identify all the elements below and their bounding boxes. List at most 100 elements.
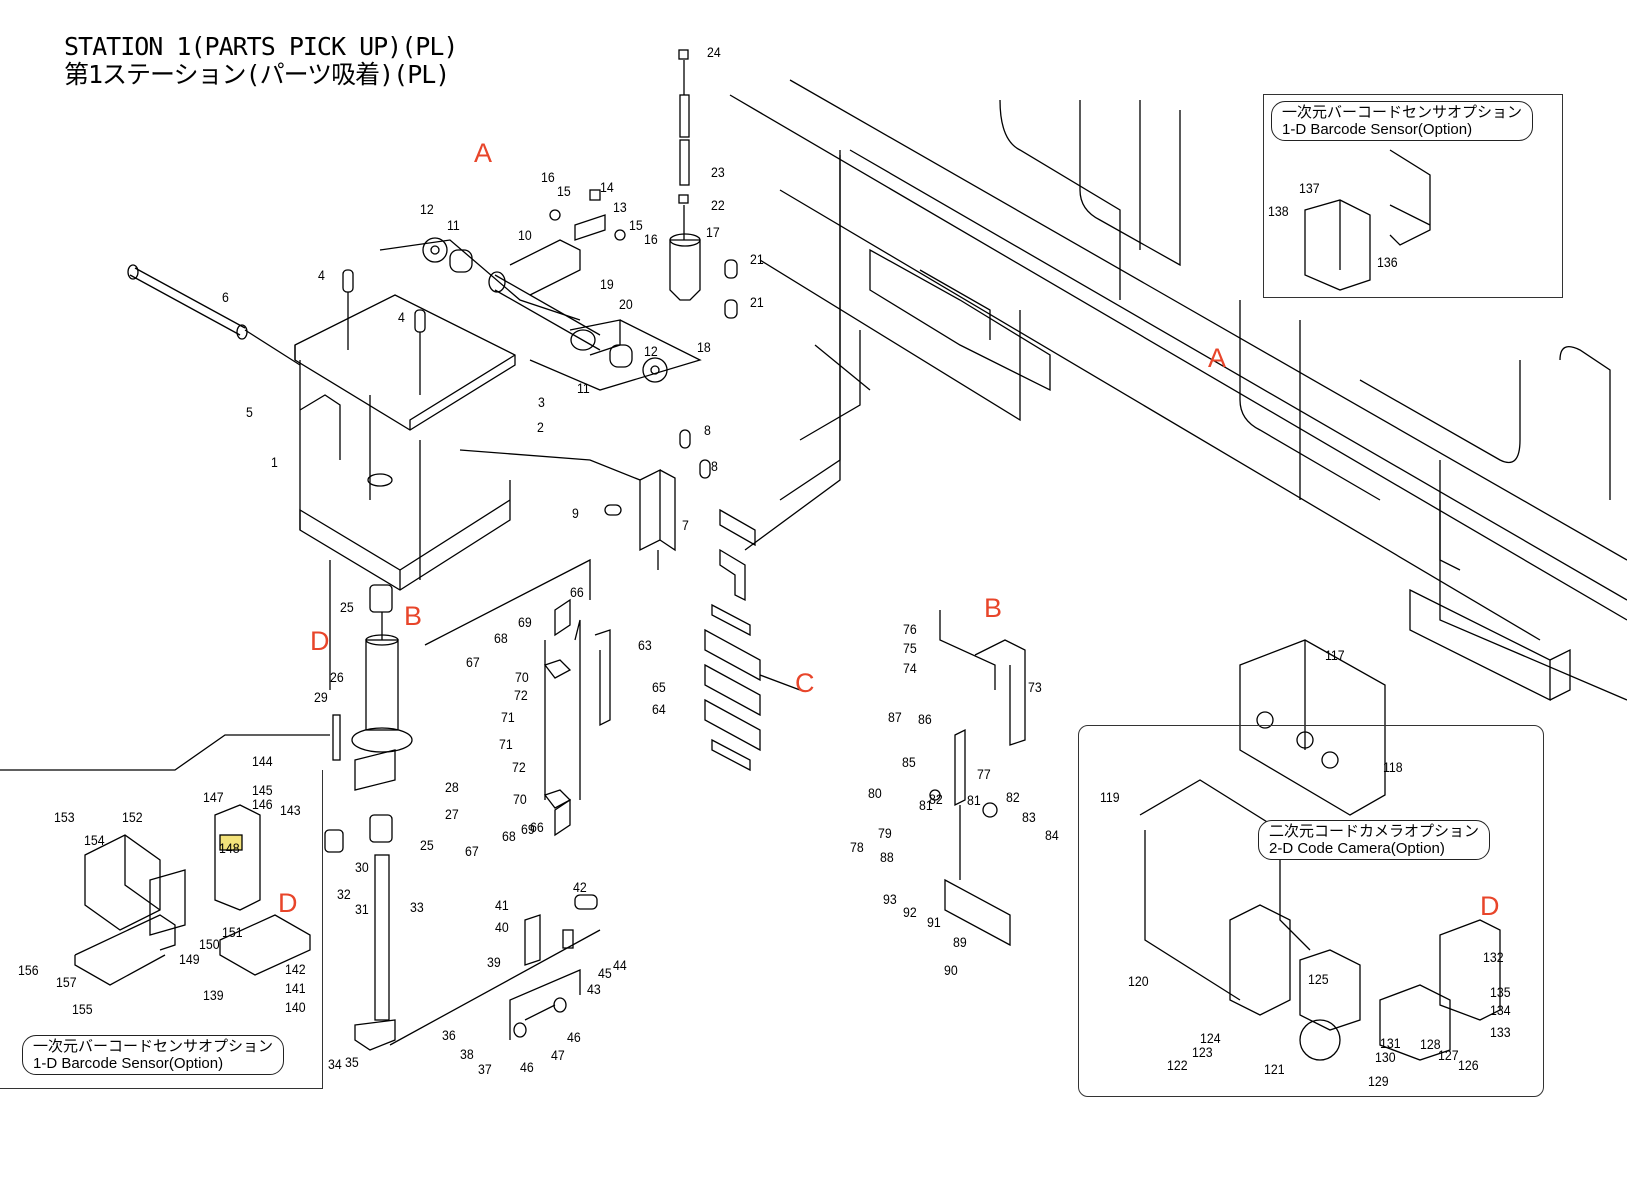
- part-number-label: 66: [570, 584, 584, 600]
- part-number-label: 93: [883, 891, 897, 907]
- ref-marker-d: D: [310, 626, 330, 656]
- part-number-label: 30: [355, 859, 369, 875]
- part-number-label: 46: [567, 1029, 581, 1045]
- option-title-ja: 一次元バーコードセンサオプション: [33, 1038, 274, 1055]
- leader-line-left-inset: [0, 734, 330, 771]
- part-number-label: 1: [271, 454, 278, 470]
- part-number-label: 21: [750, 294, 764, 310]
- part-number-label: 133: [1490, 1024, 1511, 1040]
- ref-marker-a: A: [474, 138, 493, 168]
- part-number-label: 69: [521, 821, 535, 837]
- part-number-label: 81: [919, 797, 933, 813]
- part-number-label: 64: [652, 701, 666, 717]
- lever-assembly: [929, 610, 1026, 947]
- part-number-label: 142: [285, 961, 306, 977]
- part-number-label: 34: [328, 1056, 342, 1072]
- part-number-label: 128: [1420, 1036, 1441, 1052]
- part-number-label: 134: [1490, 1002, 1511, 1018]
- part-number-label: 131: [1380, 1035, 1401, 1051]
- part-number-label: 19: [600, 276, 614, 292]
- part-number-label: 18: [697, 339, 711, 355]
- part-number-label: 4: [398, 309, 405, 325]
- part-number-label: 46: [520, 1059, 534, 1075]
- part-number-label: 122: [1167, 1057, 1188, 1073]
- part-number-label: 141: [285, 980, 306, 996]
- part-number-label: 40: [495, 919, 509, 935]
- part-number-label: 25: [340, 599, 354, 615]
- part-number-label: 27: [445, 806, 459, 822]
- part-number-label: 23: [711, 164, 725, 180]
- part-number-label: 121: [1264, 1061, 1285, 1077]
- ref-marker-a: A: [1208, 343, 1227, 373]
- part-number-label: 42: [573, 879, 587, 895]
- part-number-label: 83: [1022, 809, 1036, 825]
- part-number-label: 38: [460, 1046, 474, 1062]
- part-number-label: 87: [888, 709, 902, 725]
- part-number-label: 120: [1128, 973, 1149, 989]
- part-number-label: 154: [84, 832, 105, 848]
- ref-marker-b: B: [984, 593, 1003, 623]
- part-number-label: 89: [953, 934, 967, 950]
- part-number-label: 65: [652, 679, 666, 695]
- part-number-label: 80: [868, 785, 882, 801]
- sensor-stack: [704, 150, 841, 772]
- part-number-label: 76: [903, 621, 917, 637]
- part-number-label: 31: [355, 901, 369, 917]
- ref-marker-b: B: [404, 601, 423, 631]
- part-number-label: 135: [1490, 984, 1511, 1000]
- part-number-label: 74: [903, 660, 917, 676]
- part-number-label: 147: [203, 789, 224, 805]
- part-number-label: 35: [345, 1054, 359, 1070]
- part-number-label: 24: [707, 44, 721, 60]
- part-number-label: 10: [518, 227, 532, 243]
- part-number-label: 88: [880, 849, 894, 865]
- part-number-label: 22: [711, 197, 725, 213]
- part-number-label: 157: [56, 974, 77, 990]
- part-number-label: 72: [514, 687, 528, 703]
- arm-assembly: [379, 189, 702, 391]
- part-number-label: 153: [54, 809, 75, 825]
- title-japanese: 第1ステーション(パーツ吸着)(PL): [64, 60, 450, 89]
- switch-bracket: [424, 558, 611, 837]
- part-number-label: 152: [122, 809, 143, 825]
- nozzle-column: [669, 49, 738, 319]
- part-number-label: 71: [501, 709, 515, 725]
- part-number-label: 5: [246, 404, 253, 420]
- part-number-label: 155: [72, 1001, 93, 1017]
- part-number-label: 85: [902, 754, 916, 770]
- option-label-barcode-left: 一次元バーコードセンサオプション 1-D Barcode Sensor(Opti…: [22, 1035, 285, 1075]
- part-number-label: 139: [203, 987, 224, 1003]
- part-number-label: 41: [495, 897, 509, 913]
- part-4-pins: [342, 269, 426, 395]
- part-number-label: 68: [494, 630, 508, 646]
- part-number-label: 156: [18, 962, 39, 978]
- part-number-label: 123: [1192, 1044, 1213, 1060]
- part-number-label: 150: [199, 936, 220, 952]
- option-title-en: 1-D Barcode Sensor(Option): [1282, 121, 1473, 138]
- option-title-ja: 二次元コードカメラオプション: [1269, 823, 1480, 840]
- part-number-label: 73: [1028, 679, 1042, 695]
- part-number-label: 91: [927, 914, 941, 930]
- part-number-label: 39: [487, 954, 501, 970]
- part-number-label: 125: [1308, 971, 1329, 987]
- part-number-label: 145: [252, 782, 273, 798]
- part-number-label: 17: [706, 224, 720, 240]
- part-number-label: 82: [929, 791, 943, 807]
- option-box-camera: [1078, 725, 1544, 1097]
- part-number-label: 79: [878, 825, 892, 841]
- part-number-label: 126: [1458, 1057, 1479, 1073]
- part-number-label: 127: [1438, 1047, 1459, 1063]
- part-number-label: 16: [644, 231, 658, 247]
- part-number-label: 3: [538, 394, 545, 410]
- part-number-label: 75: [903, 640, 917, 656]
- part-number-label: 67: [466, 654, 480, 670]
- part-number-label: 77: [977, 766, 991, 782]
- part-number-label: 151: [222, 924, 243, 940]
- part-number-label: 37: [478, 1061, 492, 1077]
- part-number-label: 81: [967, 792, 981, 808]
- part-number-label: 138: [1268, 203, 1289, 219]
- part-number-label: 8: [704, 422, 711, 438]
- part-number-label: 68: [502, 828, 516, 844]
- part-number-label: 47: [551, 1047, 565, 1063]
